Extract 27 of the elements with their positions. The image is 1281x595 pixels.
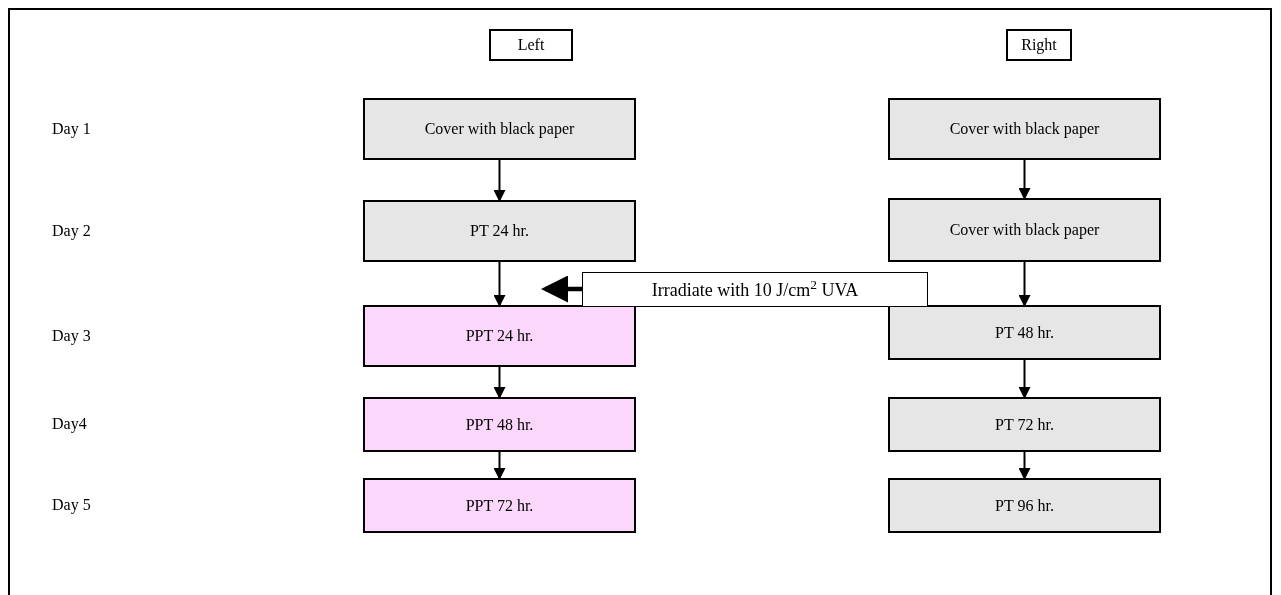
process-box: PT 72 hr. [888, 397, 1161, 452]
arrow [1018, 359, 1031, 399]
note-box: Irradiate with 10 J/cm$^{2}$ UVA [582, 272, 928, 307]
process-box: PPT 24 hr. [363, 305, 636, 367]
process-box: PT 48 hr. [888, 305, 1161, 360]
arrow [541, 275, 582, 303]
arrow [1018, 159, 1031, 200]
arrow [493, 366, 506, 399]
process-box: PPT 72 hr. [363, 478, 636, 533]
column-header: Left [489, 29, 573, 61]
arrow [493, 159, 506, 202]
arrow [493, 261, 506, 307]
process-box: Cover with black paper [888, 98, 1161, 160]
column-header: Right [1006, 29, 1072, 61]
arrow [1018, 261, 1031, 307]
process-box: Cover with black paper [363, 98, 636, 160]
day-label: Day4 [52, 414, 87, 434]
day-label: Day 3 [52, 326, 91, 346]
arrow [1018, 451, 1031, 480]
process-box: PT 96 hr. [888, 478, 1161, 533]
process-box: Cover with black paper [888, 198, 1161, 262]
process-box: PPT 48 hr. [363, 397, 636, 452]
process-box: PT 24 hr. [363, 200, 636, 262]
day-label: Day 5 [52, 495, 91, 515]
day-label: Day 1 [52, 119, 91, 139]
arrow [493, 451, 506, 480]
day-label: Day 2 [52, 221, 91, 241]
